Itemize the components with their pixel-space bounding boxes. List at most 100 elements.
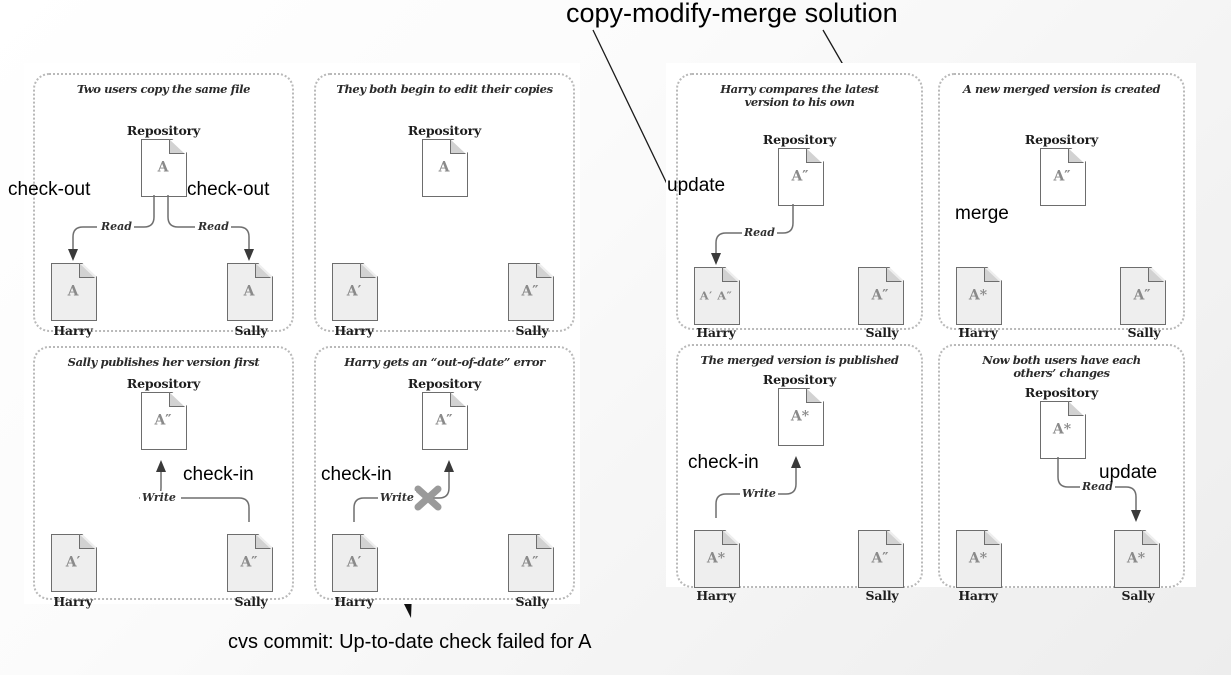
sally-document: A″ [508,534,554,592]
repository-caption: Repository [1024,132,1099,147]
panel-group-left: Two users copy the same file Repository … [24,63,580,609]
document-label: A* [790,408,810,425]
repository-caption: Repository [407,376,482,391]
harry-document: A* [694,530,740,588]
repository-caption: Repository [126,376,201,391]
document-label: A* [1052,421,1072,438]
panel-new-merged-version: A new merged version is created Reposito… [938,73,1185,340]
harry-caption: Harry [53,323,93,338]
blocked-x-icon [414,485,442,511]
panel-harry-out-of-date-error: Harry gets an “out-of-date” error Reposi… [314,346,575,609]
document-label: A″ [871,550,889,567]
harry-document: A* [956,530,1002,588]
annotation-update-compare: update [667,175,726,196]
panel-two-users-copy: Two users copy the same file Repository … [33,73,294,338]
harry-document: A* [956,267,1002,325]
repository-document: A [422,139,468,197]
panel-title: A new merged version is created [962,82,1161,96]
wire-label-write: Write [140,491,178,504]
page-title: copy-modify-merge solution [566,0,898,28]
sally-document: A [227,263,273,321]
repository-document: A″ [1040,148,1086,206]
sally-document: A* [1114,530,1160,588]
sally-document: A″ [858,267,904,325]
annotation-update-sally: update [1099,462,1158,483]
harry-document: A′ [332,534,378,592]
repository-document: A″ [141,392,187,450]
document-label: A* [968,287,988,304]
sally-caption: Sally [1121,588,1155,603]
document-label: A″ [1133,287,1151,304]
wire-label-write: Write [740,487,778,500]
harry-caption: Harry [334,323,374,338]
document-label: A′ [65,554,81,571]
sally-document: A″ [508,263,554,321]
repository-document: A [141,139,187,197]
harry-document: A′ [332,263,378,321]
repository-caption: Repository [762,132,837,147]
annotation-check-out-left: check-out [8,179,91,200]
document-label: A″ [435,412,453,429]
document-label: A″ [871,287,889,304]
panel-title: Harry gets an “out-of-date” error [344,355,545,369]
harry-caption: Harry [334,594,374,609]
wire-label-read: Read [742,226,777,239]
repository-caption: Repository [762,372,837,387]
annotation-check-out-right: check-out [187,179,270,200]
panel-harry-compares-versions: Harry compares the latest version to his… [676,73,923,340]
document-label: A″ [1053,168,1071,185]
harry-caption: Harry [696,588,736,603]
annotation-merge: merge [955,203,1009,224]
harry-document: A′ A″ [694,267,740,325]
error-caption: cvs commit: Up-to-date check failed for … [228,631,592,653]
harry-caption: Harry [958,588,998,603]
wire-label-write: Write [378,491,416,504]
wire-label-read-left: Read [99,220,134,233]
document-label: A [67,283,79,300]
harry-caption: Harry [696,325,736,340]
sally-document: A″ [227,534,273,592]
panel-group-right: Harry compares the latest version to his… [666,63,1196,603]
panel-title: Now both users have each others’ changes [982,353,1141,380]
document-label: A* [1126,550,1146,567]
document-label: A′ [346,554,362,571]
document-label: A″ [521,554,539,571]
repository-caption: Repository [126,123,201,138]
annotation-check-in-merged: check-in [688,452,759,473]
panel-title: Two users copy the same file [76,82,251,96]
repository-document: A* [778,388,824,446]
panel-sally-publishes-first: Sally publishes her version first Reposi… [33,346,294,609]
repository-caption: Repository [1024,385,1099,400]
sally-caption: Sally [865,325,899,340]
sally-document: A″ [858,530,904,588]
sally-caption: Sally [1127,325,1161,340]
panel-both-begin-editing: They both begin to edit their copies Rep… [314,73,575,338]
annotation-check-in-sally: check-in [183,464,254,485]
panel-title: The merged version is published [700,353,899,367]
harry-caption: Harry [958,325,998,340]
panel-title: Sally publishes her version first [67,355,260,369]
sally-caption: Sally [865,588,899,603]
document-label: A″ [521,283,539,300]
sally-document: A″ [1120,267,1166,325]
panel-both-users-have-changes: Now both users have each others’ changes… [938,344,1185,603]
annotation-check-in-harry: check-in [321,464,392,485]
document-label: A* [706,550,726,567]
document-label: A″ [791,168,809,185]
sally-caption: Sally [515,594,549,609]
panel-title: They both begin to edit their copies [336,82,553,96]
repository-caption: Repository [407,123,482,138]
document-label: A [157,159,169,176]
document-label: A′ [346,283,362,300]
repository-document: A″ [422,392,468,450]
document-label: A* [968,550,988,567]
repository-document: A* [1040,401,1086,459]
document-label: A [438,159,450,176]
document-label: A″ [154,412,172,429]
repository-document: A″ [778,148,824,206]
sally-caption: Sally [234,323,268,338]
wire-label-read-right: Read [196,220,231,233]
document-label: A [243,283,255,300]
harry-caption: Harry [53,594,93,609]
